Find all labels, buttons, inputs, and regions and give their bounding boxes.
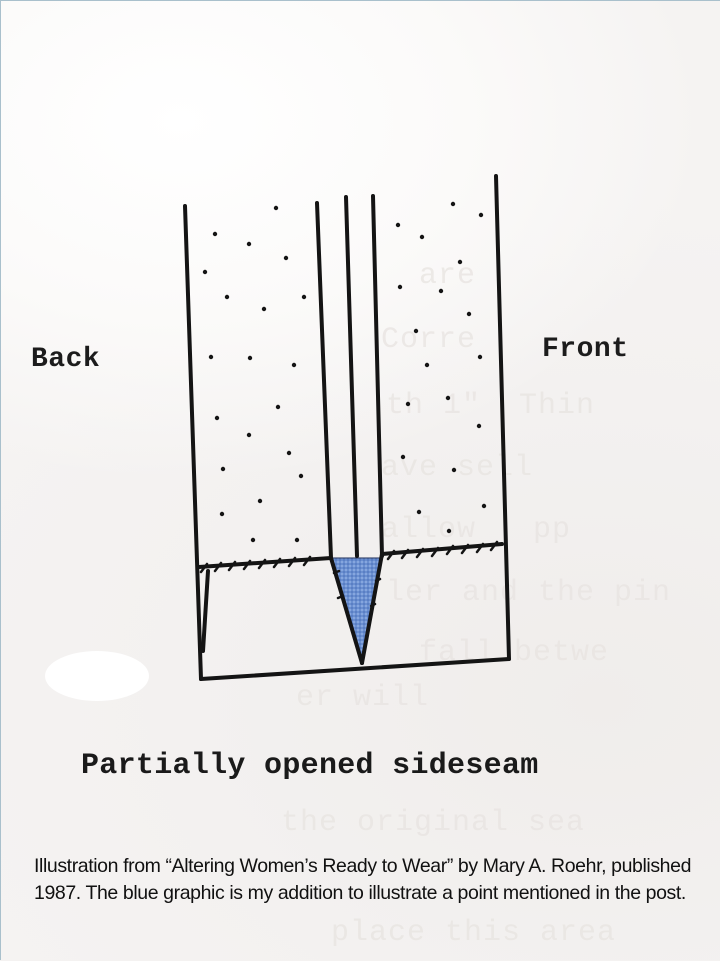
image-caption: Illustration from “Altering Women’s Read… bbox=[34, 855, 692, 904]
hem-stitches bbox=[199, 540, 499, 608]
diagram-title: Partially opened sideseam bbox=[81, 749, 539, 783]
show-through-text: Corre bbox=[381, 323, 477, 357]
show-through-text: the original sea bbox=[281, 806, 586, 840]
garment-outline bbox=[183, 174, 511, 681]
show-through-text: allow pp bbox=[381, 513, 572, 547]
front-label: Front bbox=[542, 334, 629, 365]
back-label: Back bbox=[31, 344, 101, 375]
show-through-text: er will bbox=[296, 681, 430, 715]
show-through-text: are bbox=[381, 259, 477, 293]
show-through-text: place this area bbox=[331, 916, 617, 950]
fabric-print-dots bbox=[202, 201, 487, 543]
show-through-text: th 1" Thin bbox=[386, 389, 596, 423]
show-through-text: ave sell bbox=[381, 451, 534, 485]
photo-glare bbox=[45, 651, 149, 701]
